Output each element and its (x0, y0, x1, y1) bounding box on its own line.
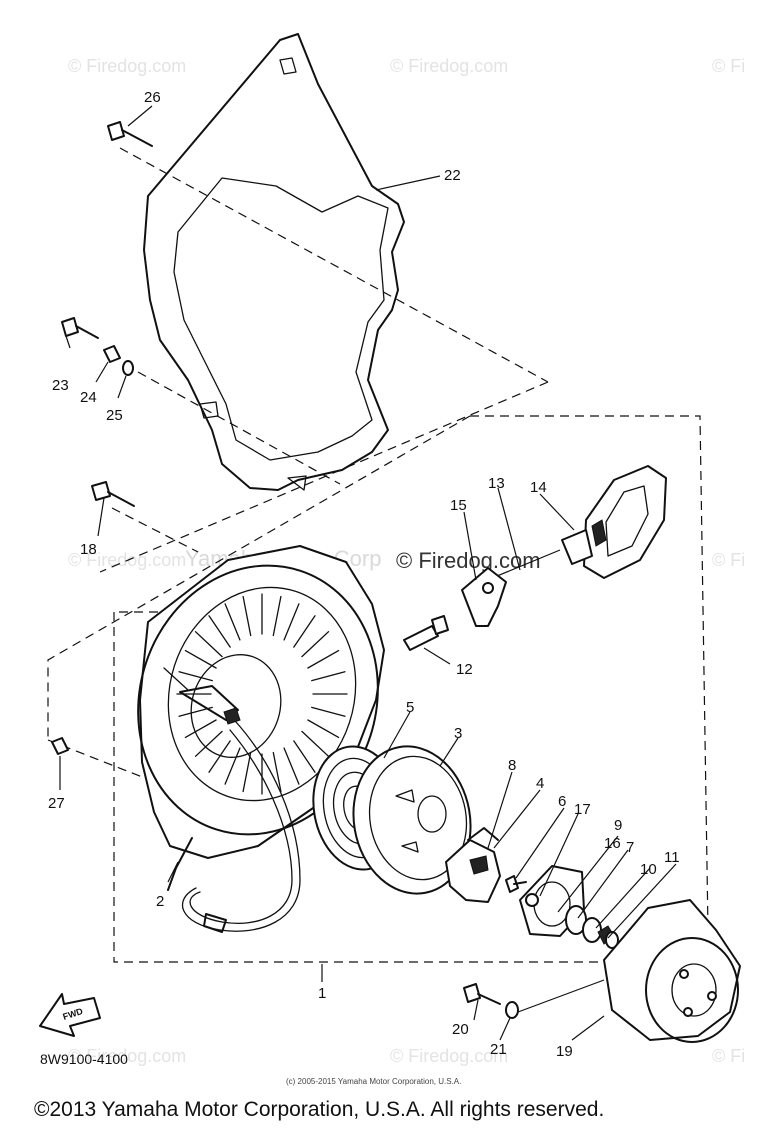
label-18: 18 (80, 541, 97, 558)
part-27-nut (51, 737, 69, 755)
label-3: 3 (454, 725, 462, 742)
housing-fin (242, 751, 252, 793)
label-11: 11 (664, 849, 680, 866)
housing-fin (307, 649, 340, 669)
label-6: 6 (558, 793, 566, 810)
housing-fin (293, 740, 316, 773)
small-credit: (c) 2005-2015 Yamaha Motor Corporation, … (286, 1077, 461, 1086)
part-25-washer (122, 360, 134, 376)
parts-washers-nut (565, 905, 619, 949)
housing-fin (301, 730, 330, 757)
housing-fin (194, 730, 223, 757)
housing-fin (311, 671, 346, 682)
housing-fin (307, 719, 340, 739)
label-20: 20 (452, 1021, 469, 1038)
leader-lines (59, 105, 677, 1041)
housing-fin (208, 740, 231, 773)
label-14: 14 (530, 479, 547, 496)
label-16: 16 (604, 835, 621, 852)
label-1: 1 (318, 985, 326, 1002)
part-15-rope-guide (461, 567, 507, 627)
housing-fin (272, 751, 282, 793)
label-19: 19 (556, 1043, 573, 1060)
watermark-center: © Firedog.com (396, 548, 541, 573)
label-24: 24 (80, 389, 97, 406)
housing-fin (184, 719, 217, 739)
housing-fin (301, 631, 330, 658)
label-5: 5 (406, 699, 414, 716)
watermark: © Fi (712, 1046, 745, 1066)
watermark: © Firedog.com (68, 56, 186, 76)
housing-fin (272, 595, 282, 637)
label-25: 25 (106, 407, 123, 424)
housing-fins (176, 593, 348, 795)
label-27: 27 (48, 795, 65, 812)
part-24-nut (103, 345, 121, 363)
label-9: 9 (614, 817, 622, 834)
label-21: 21 (490, 1041, 507, 1058)
housing-fin (283, 747, 300, 785)
watermark: © Fi (712, 56, 745, 76)
part-21-washer (505, 1001, 519, 1019)
label-2: 2 (156, 893, 164, 910)
label-4: 4 (536, 775, 544, 792)
watermark: © Firedog.com (390, 56, 508, 76)
watermark: © Firedog.com (390, 1046, 508, 1066)
label-8: 8 (508, 757, 516, 774)
starter-rope (181, 721, 301, 933)
watermark: © Firedog.com (68, 1046, 186, 1066)
watermark: © Fi (712, 550, 745, 570)
housing-fin (311, 706, 346, 717)
label-13: 13 (488, 475, 505, 492)
part-number-labels: 26 22 23 24 25 18 27 12 15 13 14 5 3 8 4… (48, 89, 680, 1060)
housing-fin (224, 603, 241, 641)
part-6-small-spring (505, 875, 527, 893)
housing-fin (184, 649, 217, 669)
housing-fin (293, 615, 316, 648)
label-7: 7 (626, 839, 634, 856)
label-15: 15 (450, 497, 467, 514)
part-12-bolt (403, 615, 449, 651)
part-26-bolt (107, 121, 153, 147)
part-4-pawl-plate (445, 827, 501, 903)
diagram-code: 8W9100-4100 (40, 1051, 128, 1067)
housing-fin (208, 615, 231, 648)
housing-fin (242, 595, 252, 637)
housing-fin (194, 631, 223, 658)
part-19-starter-cup (603, 899, 741, 1043)
label-23: 23 (52, 377, 69, 394)
label-10: 10 (640, 861, 657, 878)
forward-arrow-icon: FWD (39, 993, 101, 1037)
part-18-bolt (91, 481, 135, 507)
part-22-shroud (143, 33, 405, 491)
housing-fin (224, 747, 241, 785)
housing-fin (178, 671, 213, 682)
copyright-notice: ©2013 Yamaha Motor Corporation, U.S.A. A… (34, 1098, 604, 1121)
part-20-bolt (463, 983, 501, 1005)
label-26: 26 (144, 89, 161, 106)
part-14-handle (561, 465, 667, 579)
assembly-lines (47, 147, 709, 963)
label-22: 22 (444, 167, 461, 184)
part-23-bolt (61, 317, 99, 339)
label-12: 12 (456, 661, 473, 678)
housing-fin (283, 603, 300, 641)
label-17: 17 (574, 801, 591, 818)
part-3-pulley (352, 745, 472, 895)
